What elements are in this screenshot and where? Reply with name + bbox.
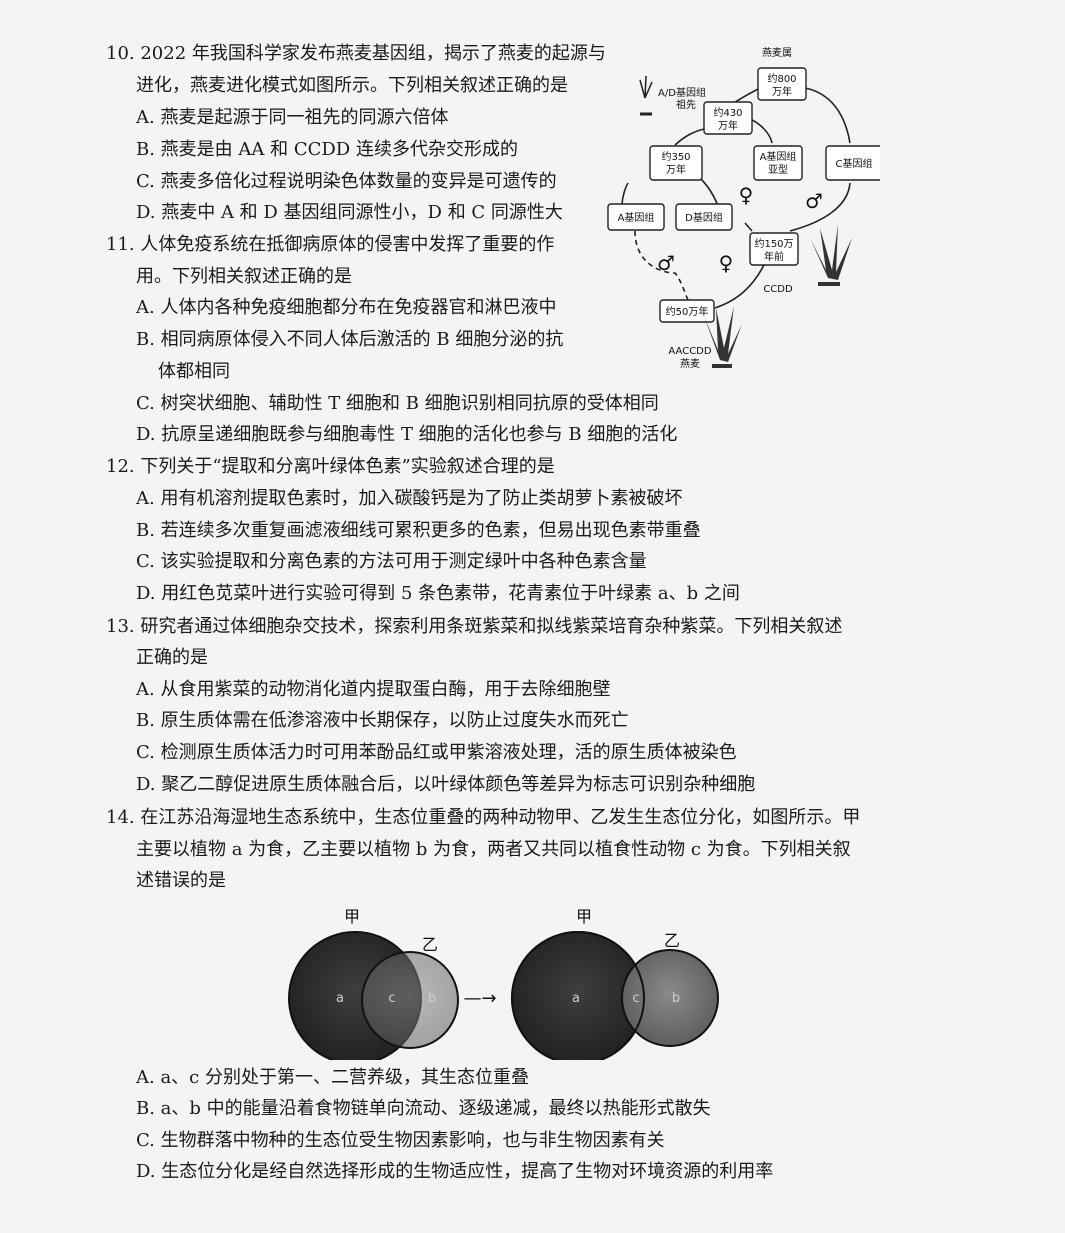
box-c-genome	[825, 145, 880, 181]
q14-option-a: A. a、c 分别处于第一、二营养级，其生态位重叠	[136, 1067, 529, 1088]
q11-stem-line2: 用。下列相关叙述正确的是	[136, 266, 352, 287]
label-350b: 万年	[666, 163, 686, 176]
label-yi-before: 乙	[422, 935, 438, 954]
label-a-subtype2: 亚型	[768, 163, 788, 176]
q10-option-d: D. 燕麦中 A 和 D 基因组同源性小，D 和 C 同源性大	[136, 202, 563, 223]
male-symbol-2: ♂	[657, 251, 675, 275]
label-aaccdd: AACCDD	[668, 346, 711, 357]
q12-stem: 12. 下列关于“提取和分离叶绿体色素”实验叙述合理的是	[106, 456, 555, 477]
q14-option-c: C. 生物群落中物种的生态位受生物因素影响，也与非生物因素有关	[136, 1130, 665, 1151]
q13-stem-line2: 正确的是	[136, 647, 208, 668]
genus-label: 燕麦属	[762, 47, 792, 59]
q13-option-d: D. 聚乙二醇促进原生质体融合后，以叶绿体颜色等差异为标志可识别杂种细胞	[136, 774, 756, 795]
circle-yi-after	[621, 949, 719, 1047]
label-50: 约50万年	[666, 305, 709, 318]
q10-option-b: B. 燕麦是由 AA 和 CCDD 连续多代杂交形成的	[136, 139, 518, 160]
box-d-genome	[675, 203, 733, 231]
label-c-genome: C基因组	[836, 157, 873, 170]
box-430	[703, 101, 753, 135]
plant-icon-ancestor	[639, 75, 653, 116]
q11-option-b-line2: 体都相同	[158, 361, 230, 382]
label-350: 约350	[661, 150, 690, 163]
label-a-after: a	[572, 991, 580, 1006]
q13-stem-line1: 13. 研究者通过体细胞杂交技术，探索利用条斑紫菜和拟线紫菜培育杂种紫菜。下列相…	[106, 616, 843, 637]
q11-option-c: C. 树突状细胞、辅助性 T 细胞和 B 细胞识别相同抗原的受体相同	[136, 393, 659, 414]
q11-stem-line1: 11. 人体免疫系统在抵御病原体的侵害中发挥了重要的作	[106, 234, 555, 255]
q13-option-c: C. 检测原生质体活力时可用苯酚品红或甲紫溶液处理，活的原生质体被染色	[136, 742, 737, 763]
label-a-genome: A基因组	[618, 211, 655, 224]
transition-arrow: —→	[463, 988, 496, 1009]
q14-option-d: D. 生态位分化是经自然选择形成的生物适应性，提高了生物对环境资源的利用率	[136, 1161, 774, 1182]
label-a-before: a	[336, 991, 344, 1006]
q13-option-a: A. 从食用紫菜的动物消化道内提取蛋白酶，用于去除细胞壁	[136, 679, 611, 700]
label-b-after: b	[672, 991, 680, 1006]
q10-option-c: C. 燕麦多倍化过程说明染色体数量的变异是可遗传的	[136, 171, 557, 192]
q12-option-a: A. 用有机溶剂提取色素时，加入碳酸钙是为了防止类胡萝卜素被破坏	[136, 488, 683, 509]
label-yi-after: 乙	[664, 931, 680, 950]
ad-ancestor-label2: 祖先	[676, 98, 696, 111]
male-symbol-1: ♂	[805, 189, 823, 213]
label-c-before: c	[388, 991, 395, 1006]
q14-stem-line1: 14. 在江苏沿海湿地生态系统中，生态位重叠的两种动物甲、乙发生生态位分化，如图…	[106, 807, 861, 828]
oat-evolution-diagram: 燕麦属 约800 万年 A/D基因组 祖先 约430 万年 约350 万年 A基…	[607, 47, 880, 370]
label-b-before: b	[428, 991, 436, 1006]
plant-icon-oat	[704, 306, 742, 368]
female-symbol-2: ♀	[719, 251, 734, 275]
circle-yi-before	[361, 951, 459, 1049]
q11-option-b-line1: B. 相同病原体侵入不同人体后激活的 B 细胞分泌的抗	[136, 329, 564, 350]
female-symbol-1: ♀	[739, 183, 754, 207]
q10-stem-line2: 进化，燕麦进化模式如图所示。下列相关叙述正确的是	[136, 75, 568, 96]
ad-ancestor-label: A/D基因组	[658, 86, 706, 99]
q12-option-d: D. 用红色苋菜叶进行实验可得到 5 条色素带，花青素位于叶绿素 a、b 之间	[136, 583, 740, 604]
box-a-subtype	[753, 145, 803, 181]
box-800	[757, 67, 807, 101]
label-c-after: c	[632, 991, 639, 1006]
box-350	[649, 145, 703, 181]
label-430b: 万年	[718, 119, 738, 132]
q12-option-b: B. 若连续多次重复画滤液细线可累积更多的色素，但易出现色素带重叠	[136, 520, 701, 541]
label-150: 约150万	[754, 237, 793, 250]
niche-differentiation-diagram: 甲 乙 甲 乙 a c b a c b —→	[288, 907, 719, 1060]
label-d-genome: D基因组	[685, 211, 723, 224]
label-a-subtype: A基因组	[760, 150, 797, 163]
q10-option-a: A. 燕麦是起源于同一祖先的同源六倍体	[136, 107, 449, 128]
q10-stem-line1: 10. 2022 年我国科学家发布燕麦基因组，揭示了燕麦的起源与	[106, 43, 606, 64]
plant-icon-ccdd	[810, 224, 852, 286]
label-ccdd: CCDD	[763, 284, 793, 295]
q14-stem-line2: 主要以植物 a 为食，乙主要以植物 b 为食，两者又共同以植食性动物 c 为食。…	[136, 839, 851, 860]
q13-option-b: B. 原生质体需在低渗溶液中长期保存，以防止过度失水而死亡	[136, 710, 629, 731]
label-150b: 年前	[764, 250, 784, 263]
q14-stem-line3: 述错误的是	[136, 870, 226, 891]
q12-option-c: C. 该实验提取和分离色素的方法可用于测定绿叶中各种色素含量	[136, 551, 647, 572]
label-oat: 燕麦	[680, 358, 700, 370]
label-jia-after: 甲	[576, 907, 592, 926]
dashed-line	[634, 230, 689, 301]
box-50	[659, 299, 715, 323]
box-150	[749, 232, 799, 266]
q11-option-d: D. 抗原呈递细胞既参与细胞毒性 T 细胞的活化也参与 B 细胞的活化	[136, 424, 678, 445]
q14-option-b: B. a、b 中的能量沿着食物链单向流动、逐级递减，最终以热能形式散失	[136, 1098, 711, 1119]
label-800: 约800	[767, 72, 796, 85]
label-800b: 万年	[772, 85, 792, 98]
q11-option-a: A. 人体内各种免疫细胞都分布在免疫器官和淋巴液中	[136, 297, 557, 318]
box-a-genome	[607, 203, 665, 231]
label-430: 约430	[713, 106, 742, 119]
label-jia-before: 甲	[344, 907, 360, 926]
